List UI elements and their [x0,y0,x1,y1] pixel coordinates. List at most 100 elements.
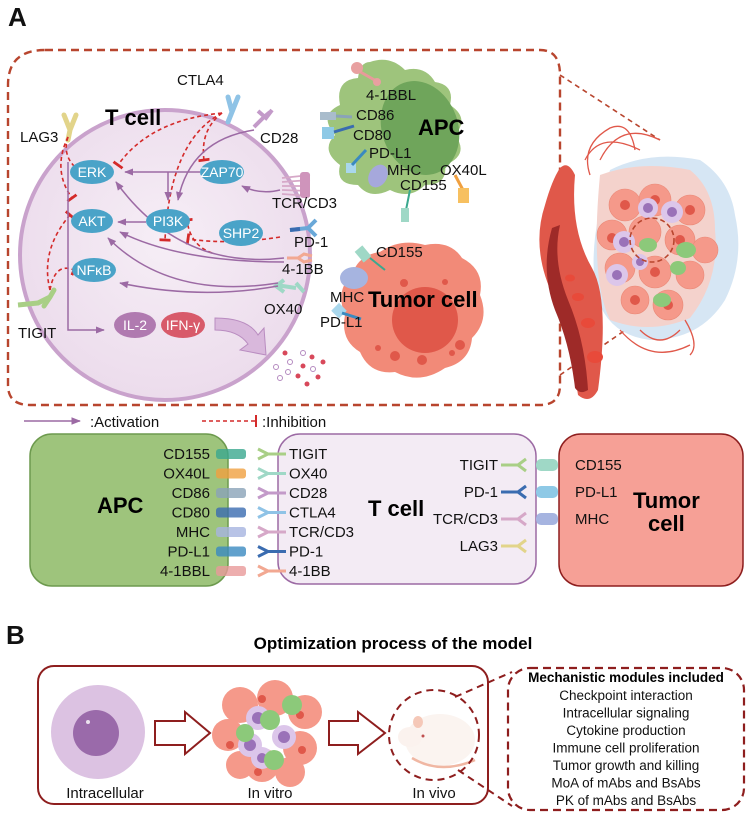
tcell-right-receptor-tigit-icon [501,457,527,473]
apc-pdl1-label: PD-L1 [369,145,412,162]
zoom-line-top [559,74,661,141]
node-akt: AKT [71,209,113,233]
ctla4-receptor-icon [225,94,241,125]
tcell-receptor-ox40-icon [257,467,286,480]
apc-ligand-cd155-icon [216,449,246,459]
in-vitro-cells-icon [212,680,322,787]
tumor-box-title-2: cell [648,511,685,536]
tcell-receptor-cd28-icon [257,486,286,500]
pd1-receptor-icon [289,218,318,238]
tcell-receptor-4-1bb: 4-1BB [289,563,331,580]
apc-ox40l-label: OX40L [440,162,487,179]
panel-b-title: Optimization process of the model [254,634,533,653]
node-pi3k: PI3K [146,209,190,233]
module-item: Intracellular signaling [563,706,690,721]
stage-in-vitro: In vitro [247,785,292,802]
apc-ligand-mhc: MHC [176,524,210,541]
4-1bb-receptor-icon [287,252,313,264]
tcell-receptor-4-1bb-icon [257,564,286,578]
apc-ligand-cd80: CD80 [172,505,210,522]
panel-a-label: A [8,2,27,32]
shp2-label: SHP2 [223,225,260,241]
tcell-right-receptor-tcr-cd3: TCR/CD3 [433,511,498,528]
tcell-right-receptor-pd-1: PD-1 [464,484,498,501]
tcell-receptor-pd-1-icon [257,545,286,558]
apc-cell [327,59,462,194]
intracellular-cell-icon [51,685,145,779]
apc-ligand-pd-l1: PD-L1 [167,544,210,561]
tcell-right-receptor-tcr-cd3-icon [501,511,527,527]
in-vivo-mouse-icon [388,689,480,781]
tcell-receptor-tigit-icon [257,447,286,461]
tumor-cd155-label: CD155 [376,244,423,261]
inhibition-paths [46,112,281,291]
module-item: Cytokine production [566,723,685,738]
tcell-box [277,433,537,585]
module-item: MoA of mAbs and BsAbs [551,776,701,791]
tcell-receptor-ox40: OX40 [289,466,327,483]
module-item: Immune cell proliferation [552,741,699,756]
tumor-ligand-pd-l1: PD-L1 [575,484,618,501]
ctla4-label: CTLA4 [177,72,224,89]
node-ifng: IFN-γ [161,312,205,338]
tumor-ligand-icons [331,245,386,321]
apc-ligand-icons [320,62,469,222]
tumor-mhc-label: MHC [330,289,364,306]
tumor-cell-title: Tumor cell [368,287,478,312]
apc-cd155-label: CD155 [400,177,447,194]
tcell-receptor-tcr-cd3-icon [257,525,286,539]
cd28-label: CD28 [260,130,298,147]
module-item: PK of mAbs and BsAbs [556,793,697,808]
ox40-label: OX40 [264,301,302,318]
stage-arrow-1-icon [154,709,212,757]
zap70-label: ZAP70 [201,164,244,180]
activation-paths [67,129,285,334]
tumor-box-title-1: Tumor [633,488,700,513]
apc-ligand-mhc-icon [216,527,246,537]
tigit-label: TIGIT [18,325,56,342]
tumor-ligand-cd155-icon [536,459,558,471]
node-shp2: SHP2 [219,220,263,246]
tcell-right-receptor-tigit: TIGIT [460,457,498,474]
apc-ligand-ox40l-icon [216,468,246,479]
tcell-right-receptor-lag3-icon [501,538,527,554]
tumor-ligand-pd-l1-icon [536,486,558,498]
tigit-receptor-icon [17,287,57,309]
tumor-box [558,433,744,587]
apc-ligand-4-1bbl-icon [216,566,246,576]
callout-line-bottom [457,769,513,807]
pi3k-label: PI3K [153,213,184,229]
tumor-pdl1-label: PD-L1 [320,314,363,331]
apc-mhc-label: MHC [387,162,421,179]
modules-title: Mechanistic modules included [528,670,724,685]
apc-ligand-cd155: CD155 [163,446,210,463]
tcell-receptor-tcr-cd3: TCR/CD3 [289,524,354,541]
cytokine-dots [273,350,326,387]
node-zap70: ZAP70 [200,160,244,184]
ifng-label: IFN-γ [166,317,200,333]
stage-in-vivo: In vivo [412,785,455,802]
t-cell [18,108,312,402]
modules-box [506,666,746,812]
stage-arrow-2-icon [328,709,387,757]
zoom-frame [6,48,562,407]
stage-intracellular: Intracellular [66,785,144,802]
module-item: Checkpoint interaction [559,688,693,703]
tumor-cell [341,242,484,378]
tcell-receptor-tigit: TIGIT [289,446,327,463]
legend-inhibition: :Inhibition [262,414,326,431]
apc-cd80-label: CD80 [353,127,391,144]
tcr-cd3-receptor-icon [281,172,311,198]
apc-ligand-cd86-icon [216,488,246,498]
callout-line-top [454,671,513,698]
legend-activation: :Activation [90,414,159,431]
apc-box-title: APC [97,493,144,518]
akt-label: AKT [78,213,106,229]
panel-b-label: B [6,620,25,650]
